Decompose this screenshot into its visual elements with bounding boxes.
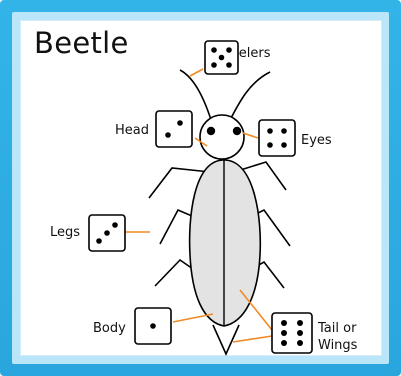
die-legs	[89, 215, 125, 251]
die-feelers	[205, 41, 238, 74]
leader-eyes	[243, 133, 258, 138]
leader-tail	[233, 336, 272, 342]
eye-right	[233, 127, 241, 135]
die-tail	[272, 313, 312, 353]
die-head	[156, 111, 192, 147]
leader-body	[173, 314, 213, 322]
die-body	[135, 308, 171, 344]
tail	[213, 325, 239, 354]
eye-left	[207, 127, 215, 135]
leader-feelers	[190, 69, 203, 76]
die-eyes	[259, 120, 295, 156]
beetle-head	[200, 115, 244, 159]
